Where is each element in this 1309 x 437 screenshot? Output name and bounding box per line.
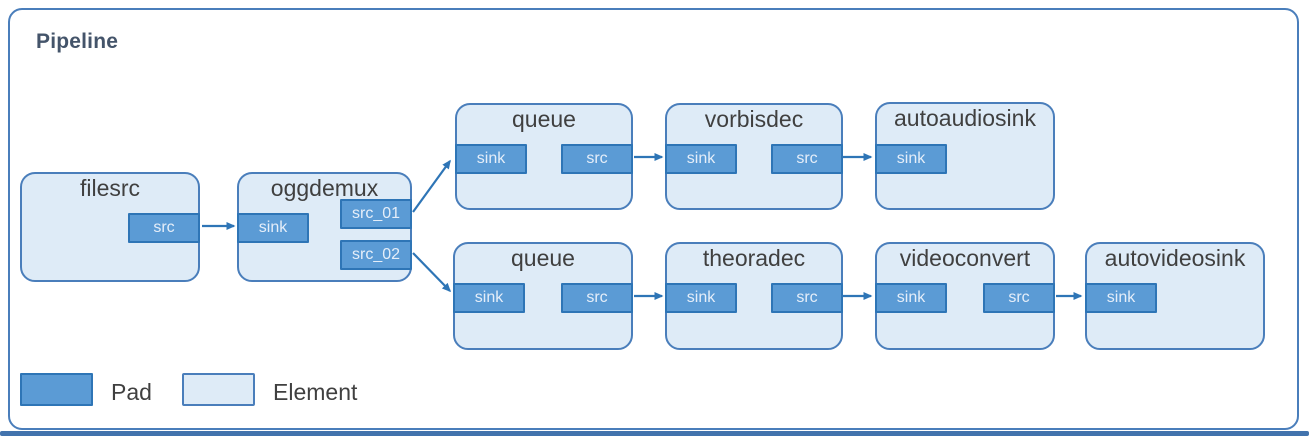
- legend-element-swatch: [182, 373, 255, 406]
- element-queue-video: queue sink src: [453, 242, 633, 350]
- pad-sink: sink: [665, 283, 737, 313]
- pad-sink: sink: [875, 283, 947, 313]
- legend-pad-swatch: [20, 373, 93, 406]
- element-title: vorbisdec: [704, 106, 804, 132]
- pad-src: src: [128, 213, 200, 243]
- legend-pad-label: Pad: [111, 379, 152, 405]
- element-title: autovideosink: [1104, 245, 1246, 271]
- element-title: filesrc: [79, 175, 141, 201]
- pad-src: src: [983, 283, 1055, 313]
- pad-src: src: [771, 144, 843, 174]
- element-title: videoconvert: [899, 245, 1031, 271]
- element-vorbisdec: vorbisdec sink src: [665, 103, 843, 210]
- pad-src-02: src_02: [340, 240, 412, 270]
- element-videoconvert: videoconvert sink src: [875, 242, 1055, 350]
- element-title: queue: [511, 245, 575, 271]
- element-queue-audio: queue sink src: [455, 103, 633, 210]
- pad-src: src: [561, 283, 633, 313]
- element-autoaudiosink: autoaudiosink sink: [875, 102, 1055, 210]
- element-theoradec: theoradec sink src: [665, 242, 843, 350]
- pad-sink: sink: [237, 213, 309, 243]
- element-autovideosink: autovideosink sink: [1085, 242, 1265, 350]
- element-title: oggdemux: [270, 175, 379, 201]
- pad-sink: sink: [875, 144, 947, 174]
- page-title: Pipeline: [36, 30, 119, 53]
- pad-src: src: [561, 144, 633, 174]
- pad-sink: sink: [455, 144, 527, 174]
- element-title: autoaudiosink: [894, 105, 1036, 131]
- element-title: queue: [512, 106, 576, 132]
- frame-bottom-edge: [0, 431, 1309, 436]
- element-oggdemux: oggdemux sink src_01 src_02: [237, 172, 412, 282]
- pad-src-01: src_01: [340, 199, 412, 229]
- pad-sink: sink: [453, 283, 525, 313]
- element-title: theoradec: [702, 245, 806, 271]
- pad-sink: sink: [1085, 283, 1157, 313]
- pad-src: src: [771, 283, 843, 313]
- pad-sink: sink: [665, 144, 737, 174]
- legend-element-label: Element: [273, 379, 358, 405]
- pipeline-frame: [8, 8, 1299, 430]
- element-filesrc: filesrc src: [20, 172, 200, 282]
